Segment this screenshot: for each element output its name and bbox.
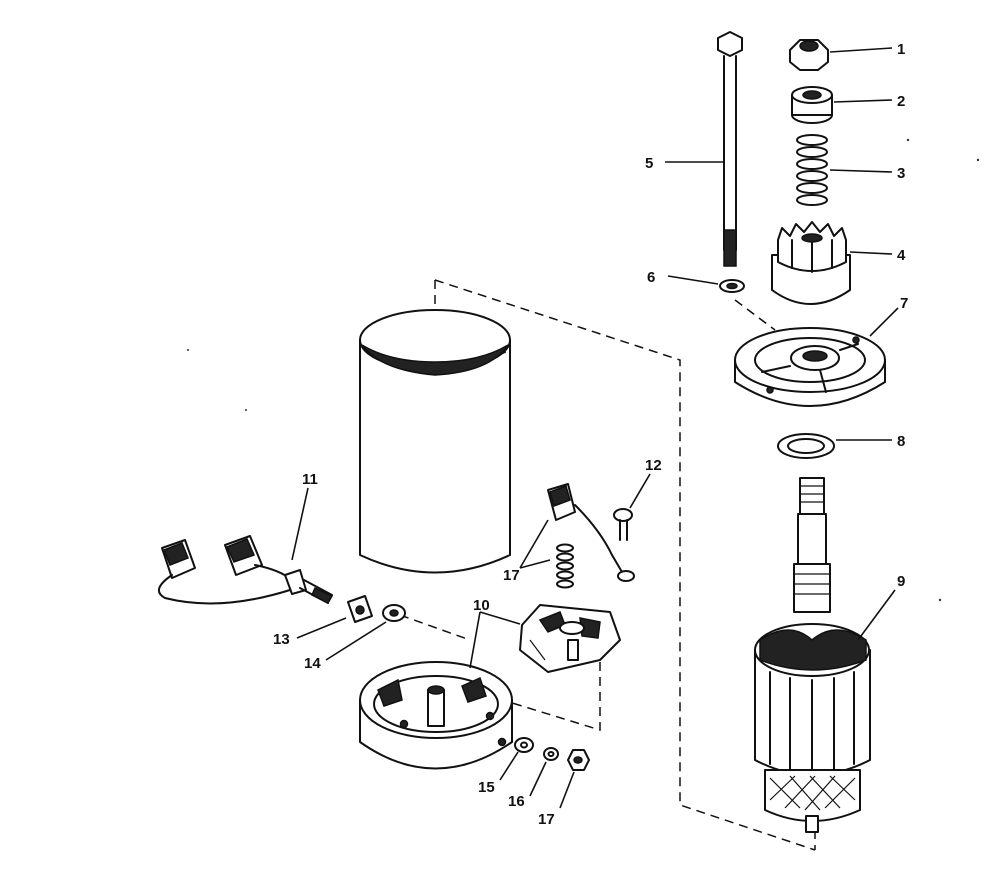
callout-17-terminal-nut: 17 [538, 811, 555, 828]
brush-screw-part [613, 508, 633, 541]
terminal-insulating-washer-part [514, 737, 534, 753]
field-frame-housing-part [359, 309, 511, 574]
callout-13: 13 [273, 631, 290, 648]
pinion-nut-part [789, 39, 829, 71]
pinion-drive-part [771, 221, 851, 305]
callout-8: 8 [897, 433, 905, 450]
callout-17-brush: 17 [503, 567, 520, 584]
print-specks [187, 138, 980, 602]
brush-and-spring-part [547, 483, 635, 589]
callout-10: 10 [473, 597, 490, 614]
callout-16: 16 [508, 793, 525, 810]
callout-15: 15 [478, 779, 495, 796]
through-bolt-part [717, 31, 743, 267]
callout-11: 11 [302, 471, 318, 488]
callout-labels: 1 2 3 4 5 6 7 8 9 10 11 12 13 14 15 16 1… [273, 41, 908, 828]
callout-1: 1 [897, 41, 905, 58]
callout-14: 14 [304, 655, 321, 672]
assembly-dashed-lines [399, 279, 816, 851]
terminal-nut-part [567, 749, 590, 771]
leader-lines [291, 47, 899, 809]
drive-end-cap-part [734, 327, 886, 407]
callout-7: 7 [900, 295, 908, 312]
brush-holder-part [519, 604, 621, 673]
callout-9: 9 [897, 573, 905, 590]
armature-part [754, 477, 871, 833]
callout-6: 6 [647, 269, 655, 286]
spacer-part [791, 86, 833, 124]
terminal-washer-part [382, 604, 406, 622]
callout-2: 2 [897, 93, 905, 110]
callout-12: 12 [645, 457, 662, 474]
commutator-end-cap-part [359, 661, 513, 770]
callout-5: 5 [645, 155, 653, 172]
terminal-lockwasher-part [543, 747, 559, 761]
callout-3: 3 [897, 165, 905, 182]
lock-washer-part [719, 279, 745, 293]
terminal-bracket-part [347, 595, 373, 623]
thrust-washer-part [777, 433, 835, 459]
anti-drift-spring-part [796, 134, 828, 206]
terminal-brush-lead-part [157, 535, 334, 605]
callout-4: 4 [897, 247, 906, 264]
